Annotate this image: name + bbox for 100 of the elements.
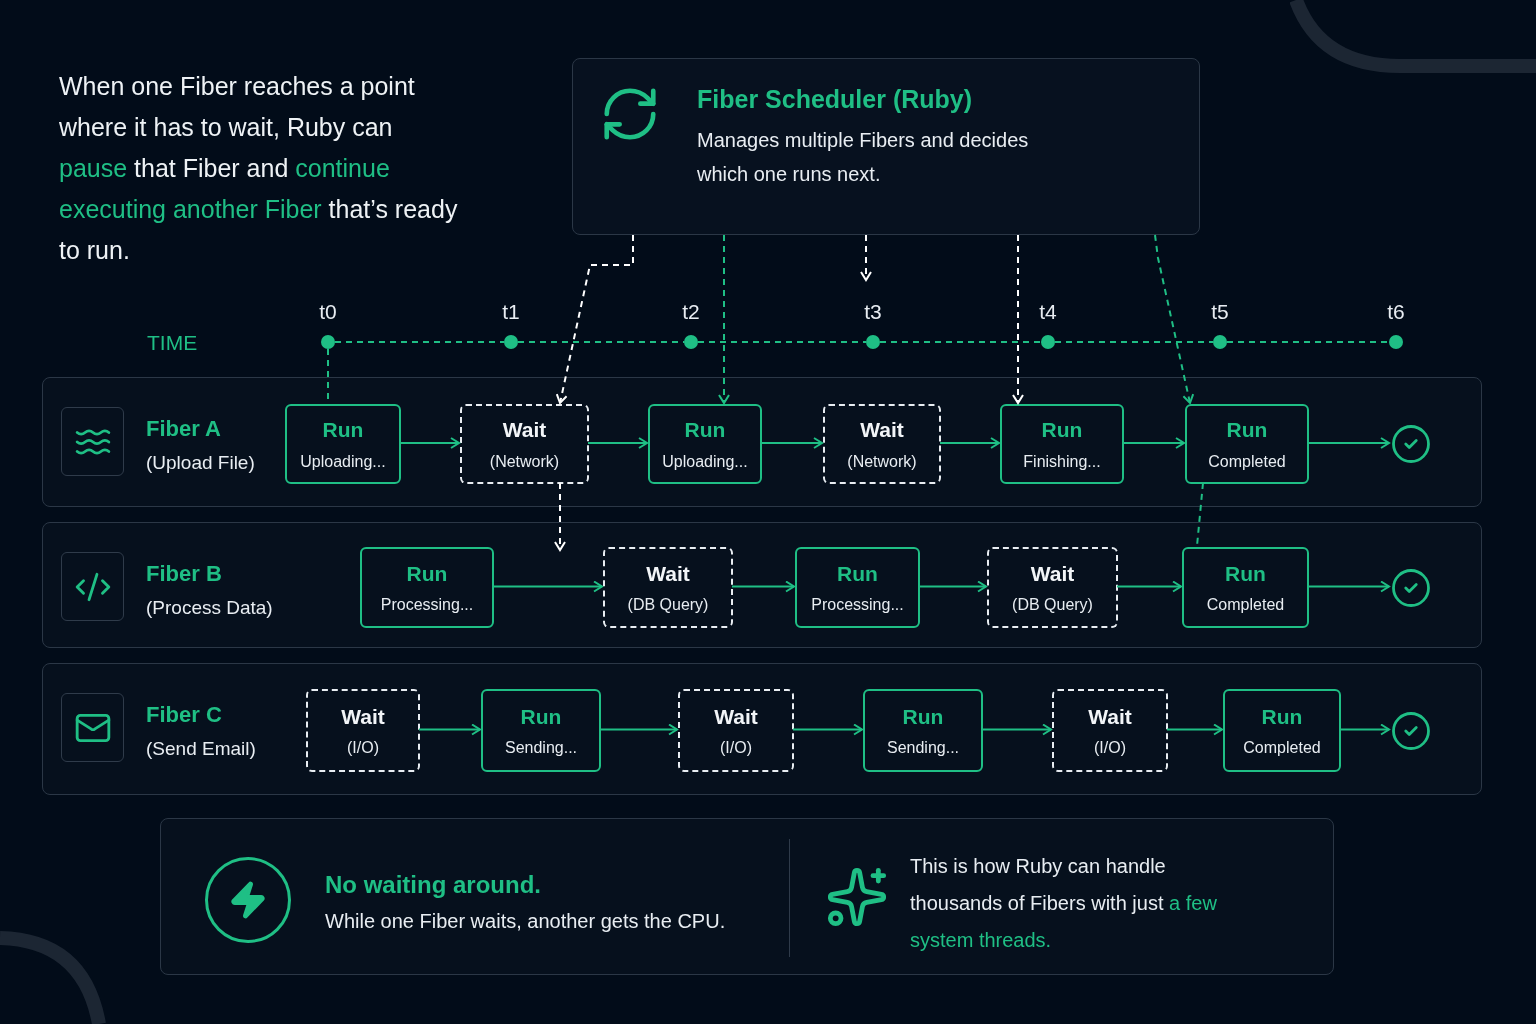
- step-state: Wait: [502, 417, 547, 444]
- run-step-box: [1223, 689, 1341, 772]
- step-state: Run: [1261, 703, 1303, 730]
- step-detail: (I/O): [1094, 738, 1126, 759]
- wait-step-box: [1052, 689, 1168, 772]
- connector-line: [517, 341, 685, 343]
- axis-label: TIME: [147, 330, 198, 356]
- arrow: [599, 723, 678, 736]
- step-detail: (DB Query): [1012, 595, 1093, 616]
- arrow: [554, 482, 566, 551]
- step-detail: Uploading...: [662, 451, 748, 472]
- step-state: Run: [520, 703, 562, 730]
- step-detail: Processing...: [811, 595, 904, 616]
- fiber-task: (Send Email): [146, 737, 256, 761]
- run-step-box: [648, 404, 762, 484]
- time-label: t1: [502, 298, 520, 325]
- step-detail: Sending...: [886, 738, 960, 759]
- arrow: [1012, 234, 1024, 404]
- scheduler-description: Manages multiple Fibers and decides which one runs next.: [697, 128, 1030, 187]
- summary-text: While one Fiber waits, another gets the CPU.: [325, 909, 726, 934]
- step-state: Run: [684, 417, 726, 444]
- run-step-box: [1185, 404, 1309, 484]
- step-detail: (DB Query): [627, 595, 709, 616]
- time-label: t5: [1211, 298, 1229, 325]
- intro-text: When one Fiber reaches a point where it has to wait, Ruby can pause that Fiber and continue executing another Fiber that’s ready to run.: [59, 71, 459, 266]
- arrow: [1116, 580, 1182, 593]
- wait-step-box: [306, 689, 420, 772]
- fiber-name: Fiber C: [146, 701, 223, 729]
- fiber-lane: [42, 522, 1482, 648]
- step-state: Run: [406, 560, 448, 587]
- connector-line: [1226, 341, 1390, 343]
- connector-line: [1054, 341, 1214, 343]
- arrow: [981, 723, 1052, 736]
- fiber-lane: [42, 377, 1482, 507]
- arrow: [399, 437, 460, 449]
- step-state: Wait: [714, 703, 758, 730]
- arrow: [555, 234, 634, 404]
- step-detail: (I/O): [720, 738, 752, 759]
- step-detail: Completed: [1243, 738, 1321, 759]
- summary-note: This is how Ruby can handle thousands of Fibers with just a few system threads.: [910, 854, 1218, 953]
- wait-step-box: [460, 404, 589, 484]
- step-state: Wait: [1030, 560, 1075, 587]
- step-state: Wait: [341, 703, 385, 730]
- step-state: Wait: [1088, 703, 1132, 730]
- step-state: Wait: [860, 417, 904, 444]
- step-state: Run: [1041, 417, 1083, 444]
- check-circle-icon: [1390, 423, 1432, 465]
- fiber-lane: [42, 663, 1482, 795]
- connector-line: [879, 341, 1042, 343]
- summary-panel: [160, 818, 1334, 975]
- arrow: [731, 580, 795, 593]
- wait-step-box: [678, 689, 794, 772]
- step-detail: Processing...: [380, 595, 474, 616]
- arrow: [418, 723, 481, 736]
- arrow: [587, 437, 648, 449]
- connector-line: [697, 341, 867, 343]
- check-circle-icon: [1390, 566, 1432, 609]
- time-label: t4: [1039, 298, 1057, 325]
- step-state: Run: [902, 703, 944, 730]
- check-circle-icon: [1390, 709, 1432, 752]
- run-step-box: [481, 689, 601, 772]
- run-step-box: [1000, 404, 1124, 484]
- arrow: [718, 234, 730, 404]
- step-detail: (Network): [847, 451, 917, 472]
- wait-step-box: [987, 547, 1118, 628]
- step-detail: Sending...: [504, 738, 578, 759]
- step-state: Run: [1226, 417, 1268, 444]
- arrow: [939, 437, 1000, 449]
- time-label: t3: [864, 298, 882, 325]
- wait-step-box: [603, 547, 733, 628]
- wait-step-box: [823, 404, 941, 484]
- run-step-box: [285, 404, 401, 484]
- step-detail: Completed: [1208, 451, 1286, 472]
- scheduler-panel: [572, 58, 1200, 235]
- step-state: Wait: [646, 560, 690, 587]
- step-detail: (Network): [489, 451, 560, 472]
- step-detail: Finishing...: [1023, 451, 1101, 472]
- arrow: [760, 437, 823, 449]
- connector-line: [1196, 482, 1204, 547]
- fiber-name: Fiber A: [146, 415, 222, 443]
- fiber-task: (Process Data): [146, 596, 273, 620]
- run-step-box: [1182, 547, 1309, 628]
- arrow: [1307, 580, 1390, 593]
- summary-heading: No waiting around.: [325, 870, 541, 900]
- arrow: [918, 580, 987, 593]
- arrow: [860, 234, 872, 281]
- run-step-box: [360, 547, 494, 628]
- arrow: [792, 723, 863, 736]
- run-step-box: [795, 547, 920, 628]
- step-state: Run: [837, 560, 878, 587]
- run-step-box: [863, 689, 983, 772]
- time-label: t6: [1387, 298, 1405, 325]
- arrow: [492, 580, 603, 593]
- step-detail: Completed: [1206, 595, 1285, 616]
- arrow: [1339, 723, 1390, 736]
- arrow: [1166, 723, 1223, 736]
- time-label: t2: [682, 298, 700, 325]
- step-detail: (I/O): [347, 738, 379, 759]
- fiber-task: (Upload File): [146, 451, 255, 475]
- step-state: Run: [322, 417, 364, 444]
